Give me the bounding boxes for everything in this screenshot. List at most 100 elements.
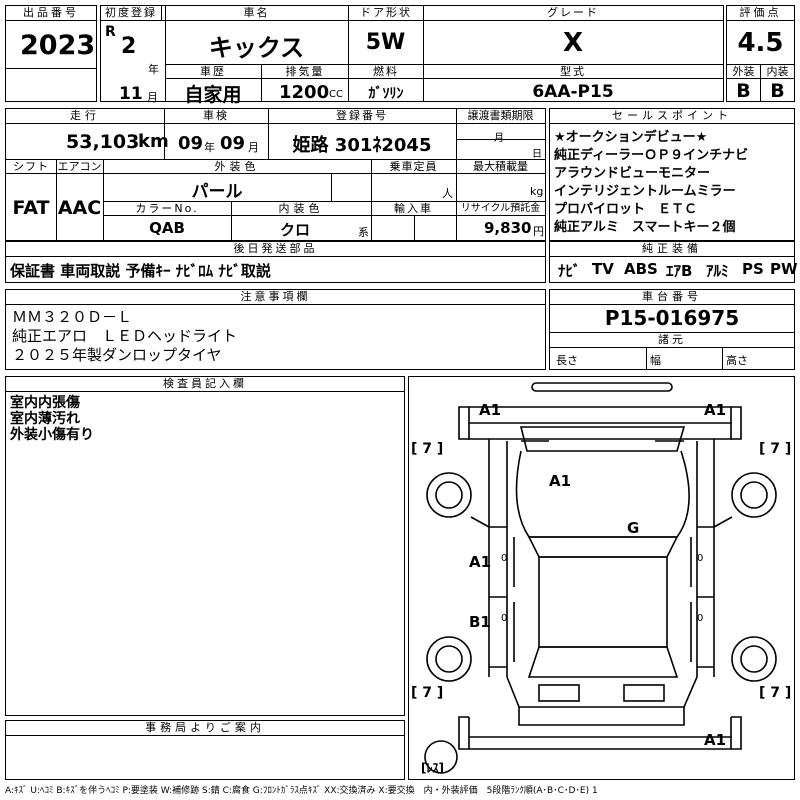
sales-point: 純正ディーラーＯＰ９インチナビ: [554, 148, 749, 163]
note-line: ＭＭ３２０Ｄ－Ｌ: [12, 308, 133, 326]
reg-year: 2: [121, 34, 137, 59]
inspector-note: 室内薄汚れ: [10, 411, 80, 427]
exterior-label: 外装: [732, 65, 755, 78]
height-label: 高さ: [726, 354, 748, 367]
fuel-label: 燃料: [373, 65, 399, 78]
model-label: 型式: [560, 65, 586, 78]
ac-label: エアコン: [57, 160, 102, 173]
damage-diagram: A1 A1 A1 G A1 B1 A1 0 0 0 0 [ 7 ] [ 7 ] …: [408, 376, 795, 780]
era: R: [105, 24, 116, 40]
inspection-year-unit: 年: [204, 141, 215, 154]
score-label: 評価点: [727, 6, 794, 21]
equipment-ps: PS: [742, 260, 764, 278]
load-unit: kg: [530, 185, 544, 198]
capacity-unit: 人: [442, 187, 453, 200]
sales-point: ★オークションデビュー★: [554, 130, 708, 145]
exterior-color: パール: [191, 182, 243, 202]
grade: X: [562, 28, 584, 58]
interior-color: クロ: [279, 221, 310, 239]
sales-point: 純正アルミ スマートキー２個: [554, 220, 736, 235]
transfer-day: 日: [532, 149, 542, 160]
door-label: ドア形状: [360, 6, 412, 19]
note-line: 純正エアロ ＬＥＤヘッドライト: [12, 327, 238, 345]
color-no-label: カラーNo.: [135, 202, 199, 215]
first-reg-label: 初度登録: [105, 6, 157, 19]
notes-label: 注意事項欄: [6, 290, 545, 305]
car-name-label: 車名: [243, 6, 270, 19]
grade-label: グレード: [547, 6, 599, 19]
score-cell: 評価点 4.5 外装 内装 B B: [726, 5, 795, 102]
color-number: QAB: [149, 219, 185, 237]
damage-mark-front-right: A1: [704, 401, 727, 419]
chassis-box: 車台番号 P15-016975 諸元 長さ 幅 高さ: [549, 289, 795, 370]
shift-label: シフト: [13, 160, 49, 173]
sales-points-label: セールスポイント: [550, 109, 794, 124]
history-label: 車歴: [200, 65, 226, 78]
damage-mark-roof: G: [627, 519, 640, 537]
interior-color-unit: 系: [358, 226, 369, 239]
air-conditioner: AAC: [57, 197, 102, 219]
specs-label: 諸元: [550, 333, 794, 348]
month-unit: 月: [147, 91, 158, 104]
interior-label: 内装: [766, 65, 789, 78]
recycle-label: リサイクル預託金: [460, 203, 541, 214]
inspection-month-unit: 月: [248, 141, 259, 154]
equipment-airbag: ｴｱB: [666, 262, 693, 280]
inspector-note: 外装小傷有り: [10, 427, 94, 443]
damage-mark-small: 0: [697, 613, 704, 624]
mileage-unit: km: [138, 131, 169, 152]
transfer-label: 譲渡書類期限: [467, 109, 534, 122]
load-label: 最大積載量: [473, 160, 528, 173]
equipment-label: 純正装備: [550, 242, 794, 257]
interior-color-label: 内装色: [278, 202, 324, 215]
reg-month: 11: [119, 84, 143, 104]
length-label: 長さ: [556, 354, 578, 367]
damage-mark-small: 0: [501, 553, 508, 564]
equipment-box: 純正装備 ﾅﾋﾞ TV ABS ｴｱB ｱﾙﾐ PS PW: [549, 241, 798, 283]
color-label: 外装色: [214, 160, 260, 173]
import-label: 輸入車: [394, 202, 433, 215]
car-name: キックス: [208, 34, 305, 62]
car-outline-diagram: [424, 382, 777, 774]
damage-mark-rear-bumper: A1: [704, 731, 727, 749]
damage-mark-small: 0: [501, 613, 508, 624]
width-label: 幅: [650, 354, 661, 367]
sales-point: インテリジェントルームミラー: [554, 184, 736, 199]
tire-depth-rear-left: [ 7 ]: [411, 685, 444, 701]
equipment-navi: ﾅﾋﾞ: [558, 262, 581, 280]
history: 自家用: [184, 84, 242, 106]
inspection-label: 車検: [203, 109, 229, 122]
score: 4.5: [737, 28, 784, 58]
later-parts-box: 後日発送部品 保証書 車両取説 予備ｷｰ ﾅﾋﾞﾛﾑ ﾅﾋﾞ取説: [5, 241, 546, 283]
shift: FAT: [12, 197, 50, 219]
inspection-year: 09: [178, 133, 204, 154]
equipment-pw: PW: [770, 260, 798, 278]
plate-number: 姫路 301ﾈ2045: [292, 135, 432, 156]
equipment-tv: TV: [592, 260, 614, 278]
sales-point: アラウンドビューモニター: [554, 166, 711, 181]
office-box: 事務局よりご案内: [5, 720, 405, 780]
spare-tire-mark: [ﾚｽ]: [421, 761, 444, 775]
plate-label: 登録番号: [336, 109, 388, 122]
door-type: 5W: [365, 30, 406, 55]
damage-legend: A:ｷｽﾞ U:ﾍｺﾐ B:ｷｽﾞを伴うﾍｺﾐ P:要塗装 W:補修跡 S:錆 …: [5, 786, 598, 796]
damage-mark-left-rear-door: B1: [469, 613, 491, 631]
lot-number: 2023: [20, 30, 96, 61]
damage-mark-left-front-door: A1: [469, 553, 492, 571]
details-block: 走行 車検 登録番号 譲渡書類期限 53,103 km 09 年 09 月 姫路…: [5, 108, 546, 241]
exterior-grade: B: [736, 80, 751, 102]
chassis-label: 車台番号: [550, 290, 794, 305]
cc-unit: CC: [329, 89, 343, 100]
recycle-unit: 円: [533, 225, 544, 238]
mileage: 53,103: [66, 131, 140, 153]
damage-mark-hood: A1: [549, 472, 572, 490]
displacement-label: 排気量: [285, 65, 325, 78]
damage-mark-front-left: A1: [479, 401, 502, 419]
inspection-month: 09: [220, 133, 246, 154]
tire-depth-front-right: [ 7 ]: [759, 441, 792, 457]
fuel: ｶﾞｿﾘﾝ: [368, 86, 404, 102]
model: 6AA-P15: [532, 82, 614, 102]
inspector-note: 室内内張傷: [10, 395, 80, 411]
inspector-label: 検査員記入欄: [6, 377, 404, 392]
note-line: ２０２５年製ダンロップタイヤ: [12, 346, 222, 364]
